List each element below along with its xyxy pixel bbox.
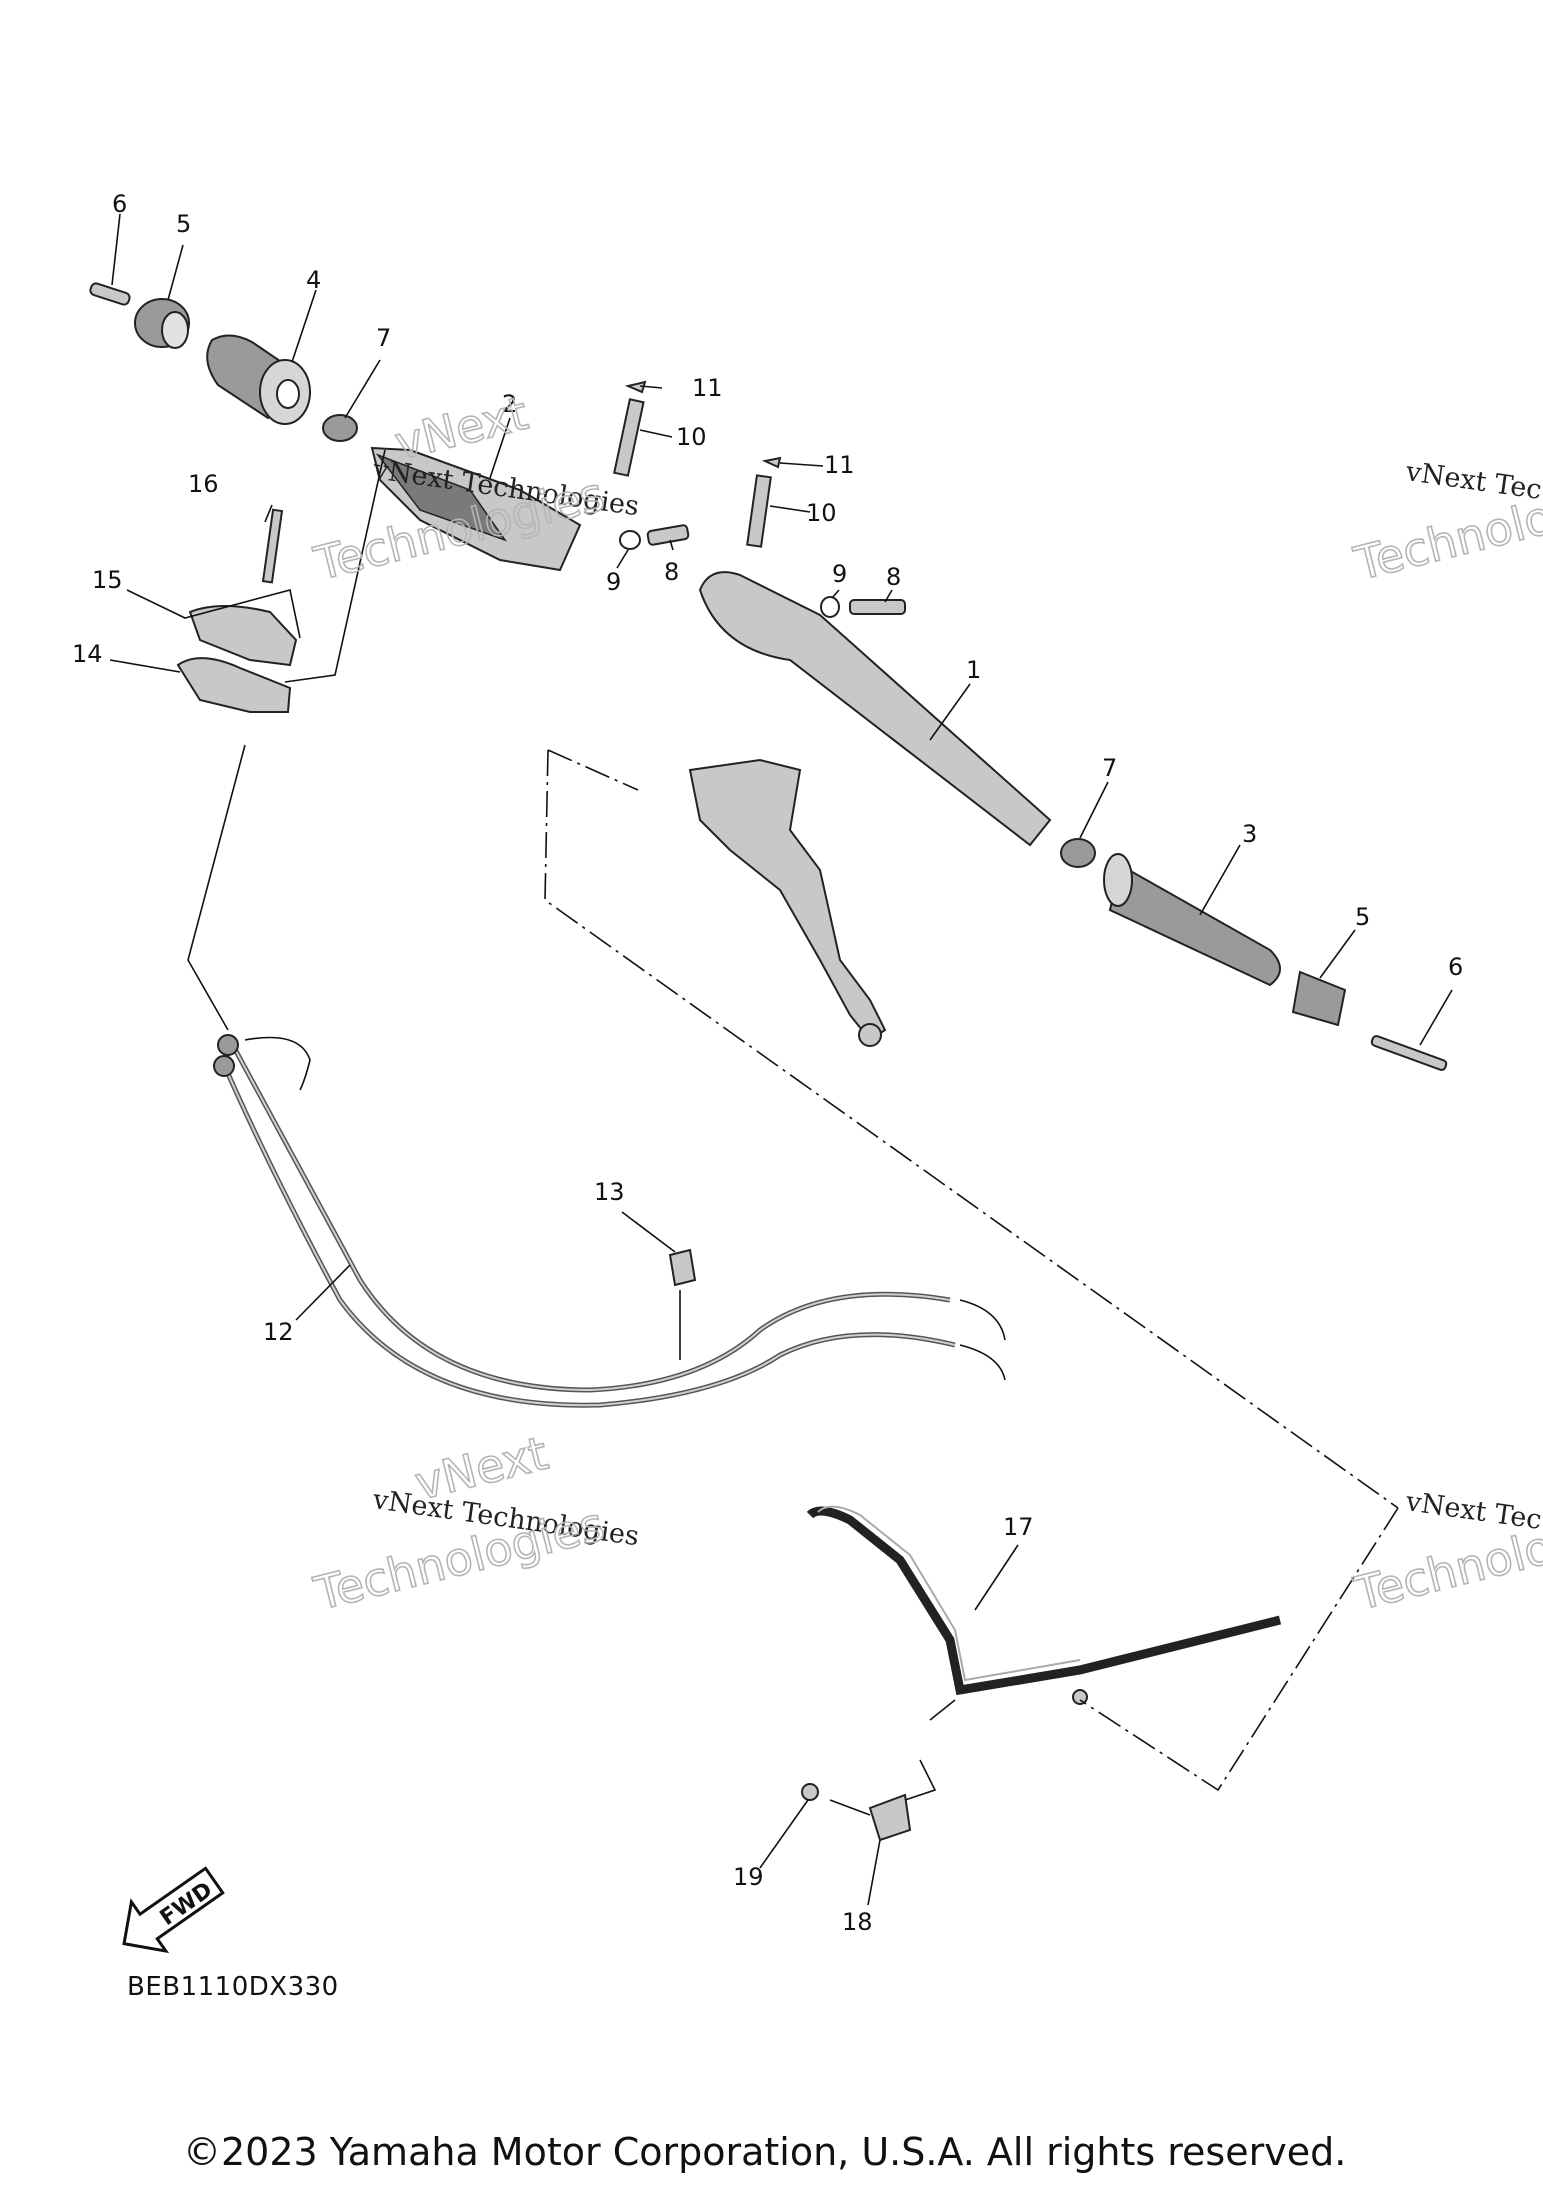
callout-8[interactable]: 8 [664,558,679,586]
callout-10[interactable]: 10 [806,499,837,527]
callout-17[interactable]: 17 [1003,1513,1034,1541]
leader-lines [109,213,1453,1906]
part-15-switch-upper[interactable] [188,605,298,667]
copyright-notice: ©2023 Yamaha Motor Corporation, U.S.A. A… [183,2130,1347,2174]
callout-5[interactable]: 5 [176,210,191,238]
part-3-grip-right[interactable] [1103,853,1281,987]
callout-1[interactable]: 1 [966,656,981,684]
part-13-cable-clamp[interactable] [668,1248,697,1287]
callout-8[interactable]: 8 [886,563,901,591]
callout-14[interactable]: 14 [72,640,103,668]
watermark-middle: vNext vNext Technologies Technologies [308,1425,641,1622]
part-16-screw[interactable] [261,508,284,584]
callout-9[interactable]: 9 [832,560,847,588]
callout-7[interactable]: 7 [1102,754,1117,782]
callout-12[interactable]: 12 [263,1318,294,1346]
callout-4[interactable]: 4 [306,266,321,294]
callout-6[interactable]: 6 [1448,953,1463,981]
part-9-washer-left[interactable] [619,530,641,550]
part-8-bolt-left[interactable] [646,524,690,546]
watermark-right-bottom: vNext Tec Technologies [1348,1486,1543,1622]
callout-16[interactable]: 16 [188,470,219,498]
callout-13[interactable]: 13 [594,1178,625,1206]
callout-10[interactable]: 10 [676,423,707,451]
callout-19[interactable]: 19 [733,1863,764,1891]
callout-2[interactable]: 2 [502,390,517,418]
part-2-throttle-housing[interactable] [370,446,582,572]
part-6-grip-end-bolt-right[interactable] [1370,1035,1448,1071]
callout-11[interactable]: 11 [824,451,855,479]
part-18-clutch-holder[interactable] [868,1759,937,1842]
callout-7[interactable]: 7 [376,324,391,352]
part-9-washer-right[interactable] [820,596,840,618]
part-11-bolt-cap-right[interactable] [761,456,782,469]
watermark-top-left: vNext vNext Technologies Technologies [308,385,641,592]
part-12-throttle-cables[interactable] [213,1034,1006,1408]
clutch-lever[interactable] [688,758,887,1047]
callout-5[interactable]: 5 [1355,903,1370,931]
callout-15[interactable]: 15 [92,566,123,594]
part-1-handlebar[interactable] [698,571,1052,847]
part-19-bolt[interactable] [801,1783,819,1801]
part-7-collar-left[interactable] [322,414,358,442]
part-10-bolt-right[interactable] [746,474,772,548]
fwd-arrow-icon: FWD [122,1866,225,1954]
callout-labels: 6 5 4 7 2 11 10 9 8 11 10 9 8 1 7 3 5 6 … [72,190,1463,1936]
part-14-switch-lower[interactable] [176,657,292,713]
callout-18[interactable]: 18 [842,1908,873,1936]
callout-3[interactable]: 3 [1242,820,1257,848]
part-5-grip-end-right[interactable] [1291,970,1347,1027]
part-8-bolt-right[interactable] [849,599,906,615]
part-6-grip-end-bolt-left[interactable] [89,282,131,306]
callout-9[interactable]: 9 [606,568,621,596]
part-10-bolt-left[interactable] [613,398,645,477]
part-7-collar-right[interactable] [1060,838,1096,868]
part-4-throttle-grip-left[interactable] [206,334,311,425]
watermark-right-top: vNext Tec Technologies [1348,456,1543,592]
watermark-vnext: vNext [390,386,533,471]
callout-11[interactable]: 11 [692,374,723,402]
callout-6[interactable]: 6 [112,190,127,218]
part-5-grip-end-left[interactable] [134,298,190,349]
diagram-code: BEB1110DX330 [127,1972,339,2002]
part-17-clutch-cable[interactable] [806,1505,1282,1705]
